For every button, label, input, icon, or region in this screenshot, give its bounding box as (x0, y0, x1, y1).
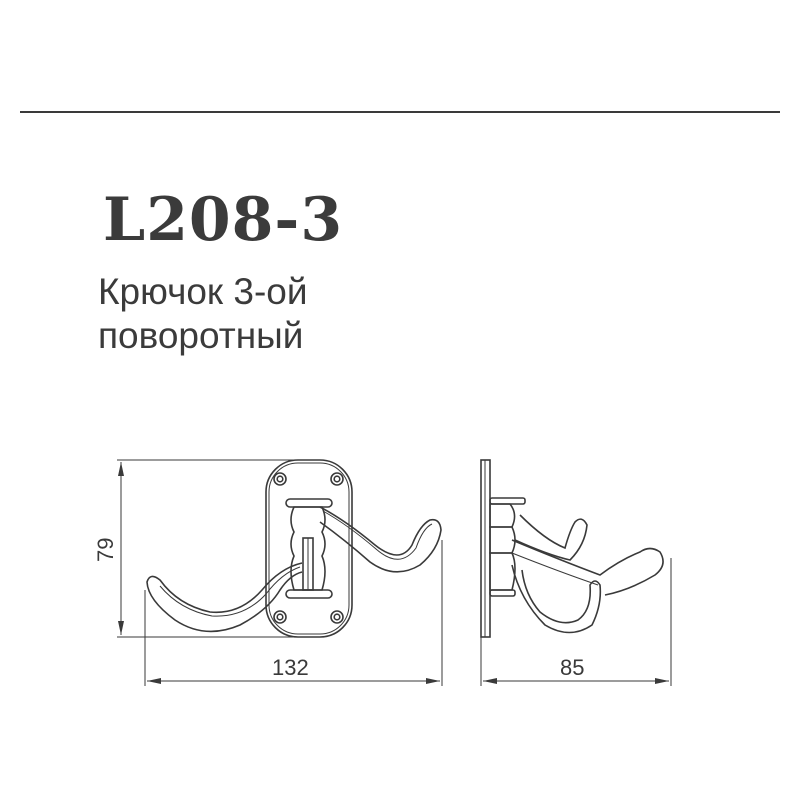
description-line-1: Крючок 3-ой (98, 271, 308, 312)
depth-dimension-label: 85 (560, 655, 584, 680)
description-line-2: поворотный (98, 315, 304, 356)
width-dimension-label: 132 (272, 655, 309, 680)
height-dimension-label: 79 (93, 538, 118, 562)
product-description: Крючок 3-ой поворотный (98, 270, 308, 358)
top-divider (20, 111, 780, 113)
model-number: L208-3 (103, 185, 344, 255)
side-view-drawing (480, 459, 672, 686)
front-view-drawing (117, 459, 443, 686)
